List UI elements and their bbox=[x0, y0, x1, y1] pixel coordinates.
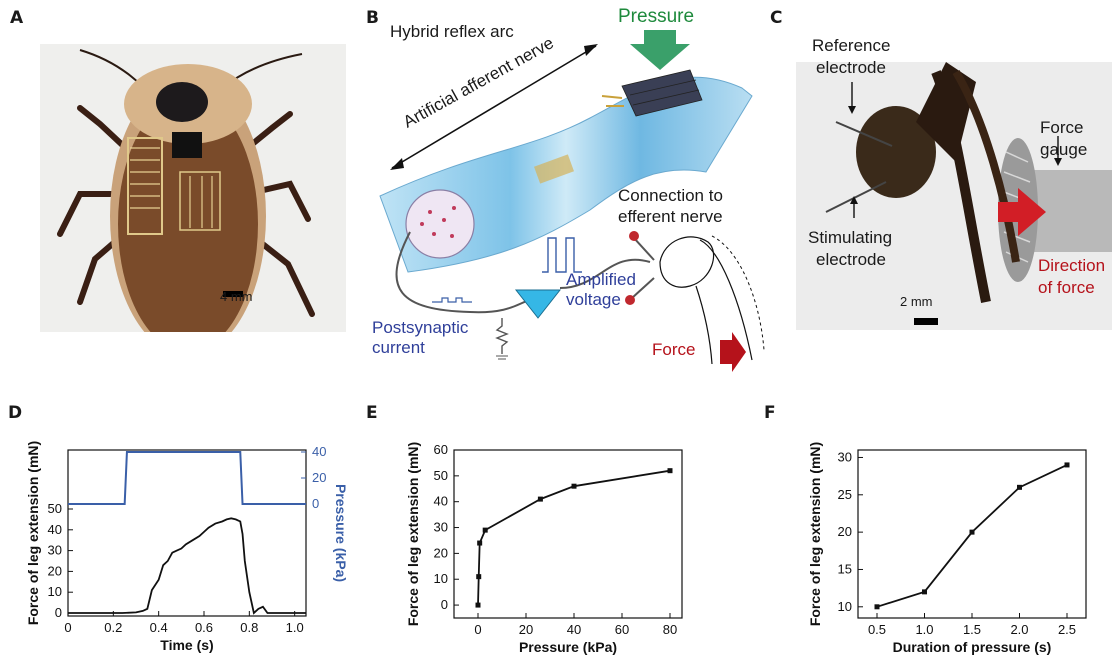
x-tick-label: 1.0 bbox=[915, 622, 933, 637]
data-point bbox=[482, 527, 488, 533]
gauge-label-1: Force bbox=[1040, 118, 1084, 137]
scale-bar-c bbox=[914, 318, 938, 325]
data-point bbox=[1017, 484, 1022, 490]
panel-letter-b: B bbox=[366, 8, 379, 28]
gauge-label-2: gauge bbox=[1040, 140, 1088, 159]
panel-letter-a: A bbox=[10, 8, 24, 28]
reflex-arc-schematic bbox=[379, 30, 765, 372]
y-axis-label: Force of leg extension (mN) bbox=[405, 442, 421, 626]
y-tick-label: 50 bbox=[434, 468, 448, 483]
data-point bbox=[476, 574, 482, 580]
panel-letter-f: F bbox=[764, 403, 776, 423]
x-tick-label: 0.8 bbox=[240, 620, 258, 635]
y2-tick-label: 0 bbox=[312, 496, 319, 511]
x-axis-label: Time (s) bbox=[160, 637, 213, 653]
panel-letter-d: D bbox=[8, 403, 23, 423]
reference-label-2: electrode bbox=[816, 58, 886, 77]
data-point bbox=[571, 483, 577, 489]
series-force-line bbox=[68, 517, 306, 615]
panel-letter-c: C bbox=[770, 8, 783, 28]
x-tick-label: 0 bbox=[64, 620, 71, 635]
direction-label-2: of force bbox=[1038, 278, 1095, 297]
x-axis-label: Pressure (kPa) bbox=[519, 639, 617, 655]
x-axis-label: Duration of pressure (s) bbox=[893, 639, 1052, 655]
reference-label-1: Reference bbox=[812, 36, 891, 55]
y-tick-label: 10 bbox=[434, 571, 448, 586]
x-tick-label: 0 bbox=[474, 622, 481, 637]
y-tick-label: 0 bbox=[441, 597, 448, 612]
panel-letter-e: E bbox=[366, 403, 378, 423]
connection-label-1: Connection to bbox=[618, 186, 723, 205]
y-tick-label: 40 bbox=[48, 522, 62, 537]
connection-label-2: efferent nerve bbox=[618, 207, 723, 226]
plot-frame bbox=[453, 449, 683, 619]
x-tick-label: 2.0 bbox=[1010, 622, 1028, 637]
stimulating-label-1: Stimulating bbox=[808, 228, 893, 247]
y-tick-label: 30 bbox=[434, 520, 448, 535]
pressure-label: Pressure bbox=[618, 6, 695, 27]
scale-label-c: 2 mm bbox=[900, 294, 933, 309]
y-tick-label: 20 bbox=[838, 524, 852, 539]
y-tick-label: 0 bbox=[55, 605, 62, 620]
data-point bbox=[537, 496, 543, 502]
amplified-label-2: voltage bbox=[566, 290, 621, 309]
y2-tick-label: 20 bbox=[312, 470, 326, 485]
data-point bbox=[922, 589, 927, 595]
series-line bbox=[477, 469, 671, 606]
amplified-label-1: Amplified bbox=[566, 270, 636, 289]
plot-frame bbox=[67, 449, 307, 617]
data-point bbox=[477, 540, 483, 546]
y2-axis-label: Pressure (kPa) bbox=[333, 484, 349, 582]
series-line bbox=[876, 464, 1068, 608]
data-point bbox=[475, 602, 481, 608]
direction-label-1: Direction bbox=[1038, 256, 1106, 275]
y-tick-label: 25 bbox=[838, 487, 852, 502]
y-tick-label: 40 bbox=[434, 494, 448, 509]
y-tick-label: 10 bbox=[838, 599, 852, 614]
postsynaptic-label-2: current bbox=[372, 338, 425, 357]
series-pressure-line bbox=[68, 451, 306, 505]
stimulating-label-2: electrode bbox=[816, 250, 886, 269]
y-tick-label: 20 bbox=[48, 563, 62, 578]
y-tick-label: 30 bbox=[838, 449, 852, 464]
y-tick-label: 10 bbox=[48, 584, 62, 599]
x-tick-label: 0.4 bbox=[150, 620, 168, 635]
postsynaptic-label-1: Postsynaptic bbox=[372, 318, 469, 337]
data-point bbox=[969, 529, 975, 535]
data-point bbox=[1064, 462, 1070, 468]
x-tick-label: 0.5 bbox=[868, 622, 886, 637]
scale-label-a: 4 mm bbox=[220, 289, 253, 304]
y-tick-label: 50 bbox=[48, 501, 62, 516]
y-tick-label: 20 bbox=[434, 545, 448, 560]
y-axis-label: Force of leg extension (mN) bbox=[25, 441, 41, 625]
x-tick-label: 40 bbox=[567, 622, 581, 637]
leg-force-photo bbox=[796, 62, 1112, 330]
force-label: Force bbox=[652, 340, 696, 359]
data-point bbox=[874, 604, 880, 610]
data-point bbox=[667, 468, 673, 474]
y2-tick-label: 40 bbox=[312, 444, 326, 459]
x-tick-label: 0.6 bbox=[195, 620, 213, 635]
x-tick-label: 20 bbox=[519, 622, 533, 637]
y-tick-label: 30 bbox=[48, 543, 62, 558]
x-tick-label: 1.5 bbox=[963, 622, 981, 637]
x-tick-label: 2.5 bbox=[1058, 622, 1076, 637]
x-tick-label: 0.2 bbox=[104, 620, 122, 635]
y-axis-label: Force of leg extension (mN) bbox=[807, 442, 823, 626]
x-tick-label: 60 bbox=[615, 622, 629, 637]
scale-bar bbox=[223, 291, 243, 297]
x-tick-label: 80 bbox=[663, 622, 677, 637]
schematic-title: Hybrid reflex arc bbox=[390, 22, 514, 41]
y-tick-label: 60 bbox=[434, 442, 448, 457]
x-tick-label: 1.0 bbox=[286, 620, 304, 635]
cockroach-photo bbox=[40, 44, 346, 332]
y-tick-label: 15 bbox=[838, 561, 852, 576]
